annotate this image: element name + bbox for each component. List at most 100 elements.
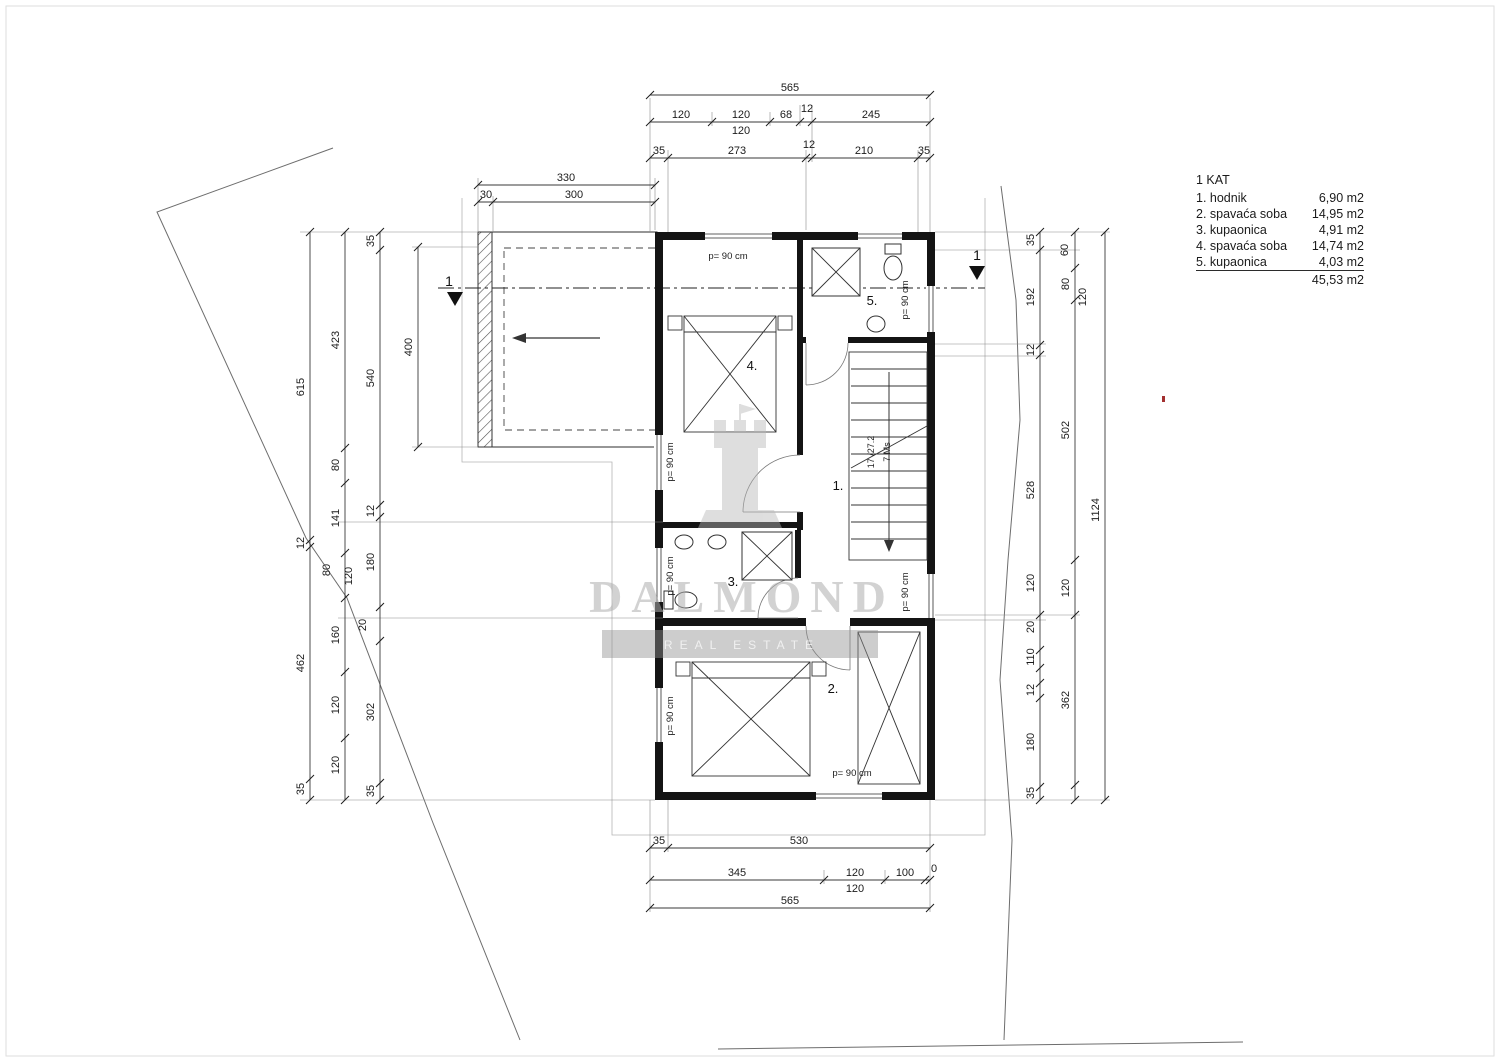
toilet-tank-icon [884, 243, 902, 255]
dim-label: 540 [365, 369, 377, 387]
dim-label: 141 [330, 509, 342, 527]
legend-row: 3. kupaonica 4,91 m2 [1196, 222, 1364, 238]
dim-label: 302 [365, 703, 377, 721]
dim-label: 120 [732, 109, 750, 121]
plot-outline [461, 198, 986, 836]
window-top-1 [705, 231, 772, 241]
dimension-chain-bottom: 35 530 345 120 100 0 120 565 [645, 835, 937, 913]
bathroom5-fixtures [811, 243, 903, 333]
legend-row: 2. spavaća soba 14,95 m2 [1196, 206, 1364, 222]
dim-label: 35 [653, 145, 665, 157]
bed-icon [683, 315, 777, 433]
dim-label: 60 [1059, 244, 1071, 256]
dim-label: 120 [1060, 579, 1072, 597]
dimension-chain-right: 35 192 12 528 120 20 110 12 180 35 60 80… [1025, 227, 1110, 805]
door-width-label: p= 90 cm [900, 572, 911, 611]
room-label-hall: 1. [833, 478, 844, 493]
watermark-band [602, 630, 878, 658]
room-label-bedroom2: 2. [828, 681, 839, 696]
legend-room-area: 4,91 m2 [1318, 223, 1364, 237]
dim-label: 35 [653, 835, 665, 847]
dim-label: 100 [896, 867, 914, 879]
dim-label: 423 [330, 331, 342, 349]
site-boundary-lines [156, 147, 1244, 1050]
dim-label: 120 [330, 696, 342, 714]
dim-label: 192 [1025, 288, 1037, 306]
dim-label: 120 [846, 883, 864, 895]
toilet-icon [674, 591, 698, 609]
dim-label: 120 [672, 109, 690, 121]
dim-label: 160 [330, 626, 342, 644]
section-line: 1 1 [438, 247, 985, 306]
legend-total-area: 45,53 m2 [1311, 273, 1364, 287]
dim-label: 120 [343, 567, 355, 585]
legend-row: 1. hodnik 6,90 m2 [1196, 190, 1364, 206]
legend-row: 5. kupaonica 4,03 m2 [1196, 254, 1364, 271]
dim-label: 120 [732, 125, 750, 137]
window-left-3 [654, 688, 664, 742]
sink-icon [674, 534, 694, 550]
bed-icon [691, 661, 811, 777]
dimension-chain-top: 565 120 120 68 12 245 120 35 273 12 210 … [473, 82, 935, 207]
windows [654, 231, 936, 801]
watermark-logo-icon [698, 404, 782, 528]
bathroom3-fixtures [663, 531, 793, 610]
bedroom4-furniture [667, 315, 793, 433]
legend-room-name: 2. spavaća soba [1196, 207, 1288, 221]
watermark-tagline: REAL ESTATE [664, 638, 820, 652]
legend-room-area: 4,03 m2 [1318, 255, 1364, 269]
dim-label: 1124 [1090, 498, 1102, 522]
dim-label: 80 [330, 459, 342, 471]
sink-icon [866, 315, 886, 333]
door-width-label: p= 90 cm [665, 442, 676, 481]
window-left-1 [654, 435, 664, 490]
nightstand-icon [675, 661, 691, 677]
dim-label: 615 [295, 378, 307, 396]
window-right-2 [926, 574, 936, 618]
window-left-2 [654, 548, 664, 602]
toilet-icon [883, 255, 903, 281]
dim-label: 210 [855, 145, 873, 157]
bedroom2-furniture [675, 631, 921, 785]
legend-title: 1 KAT [1196, 173, 1230, 187]
wardrobe-icon [857, 631, 921, 785]
area-legend: 1 KAT 1. hodnik 6,90 m2 2. spavaća soba … [1196, 172, 1364, 288]
dim-label: 502 [1060, 421, 1072, 439]
dim-label: 0 [931, 863, 937, 875]
dim-label: 530 [790, 835, 808, 847]
dim-label: 35 [1025, 234, 1037, 246]
legend-room-name: 3. kupaonica [1196, 223, 1267, 237]
room-label-bath3: 3. [728, 574, 739, 589]
section-marker-right-icon [969, 266, 985, 280]
scan-page-border [5, 5, 1495, 1057]
dim-label: 20 [357, 619, 369, 631]
dim-label: 12 [801, 103, 813, 115]
balcony [477, 231, 658, 448]
section-marker-left-icon [447, 292, 463, 306]
dim-label: 35 [1025, 787, 1037, 799]
nightstand-icon [777, 315, 793, 331]
balcony-direction-arrow [512, 333, 526, 343]
dim-label: 180 [1025, 733, 1037, 751]
dim-label: 120 [1025, 574, 1037, 592]
dim-label: 300 [565, 189, 583, 201]
door-width-label: p= 90 cm [900, 280, 911, 319]
dim-label: 80 [321, 564, 333, 576]
dim-label: 462 [295, 654, 307, 672]
dim-label: 565 [781, 895, 799, 907]
extension-lines [300, 98, 1110, 912]
window-bottom-1 [816, 791, 882, 801]
dim-label: 120 [330, 756, 342, 774]
dim-label: 35 [365, 785, 377, 797]
legend-room-area: 14,74 m2 [1311, 239, 1364, 253]
sink-icon [707, 534, 727, 550]
dim-label: 120 [1077, 288, 1089, 306]
interior-walls [663, 240, 927, 626]
dim-label: 80 [1060, 278, 1072, 290]
legend-room-area: 14,95 m2 [1311, 207, 1364, 221]
dim-label: 12 [803, 139, 815, 151]
door-openings [794, 336, 850, 627]
dim-label: 12 [1025, 344, 1037, 356]
